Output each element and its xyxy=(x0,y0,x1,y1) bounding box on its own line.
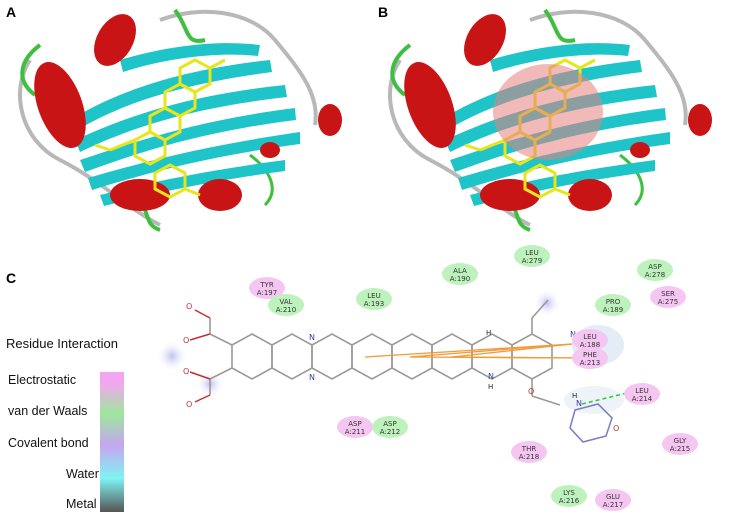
residue-name: LEU xyxy=(525,249,538,257)
residue-id: A:193 xyxy=(364,300,384,308)
residue-name: PRO xyxy=(606,298,621,306)
residue-id: A:275 xyxy=(658,298,678,306)
residue-name: ASP xyxy=(383,420,396,428)
residue-bubble xyxy=(650,286,686,308)
residue-id: A:190 xyxy=(450,275,470,283)
residue-name: PHE xyxy=(583,351,597,359)
residue-bubble xyxy=(595,489,631,511)
residue-bubble xyxy=(514,245,550,267)
residue-id: A:216 xyxy=(559,497,580,505)
residue-bubble xyxy=(624,383,660,405)
residue-name: THR xyxy=(521,445,537,453)
residue-name: TYR xyxy=(259,281,274,289)
legend-color-bar xyxy=(100,372,124,512)
residue-bubble xyxy=(268,294,304,316)
residue-id: A:210 xyxy=(276,306,296,314)
residue-bubble xyxy=(337,416,373,438)
residue-id: A:279 xyxy=(522,257,542,265)
residue-bubble xyxy=(249,277,285,299)
residue-bubble xyxy=(356,288,392,310)
residue-id: A:212 xyxy=(380,428,400,436)
residue-bubble xyxy=(595,294,631,316)
residue-id: A:217 xyxy=(603,501,623,509)
residue-name: GLY xyxy=(674,437,687,445)
panel-label-a: A xyxy=(6,4,17,20)
legend-item-electrostatic: Electrostatic xyxy=(8,373,77,387)
legend-item-covalent-bond: Covalent bond xyxy=(8,436,89,450)
binding-pocket xyxy=(493,64,603,160)
residue-id: A:218 xyxy=(519,453,539,461)
residue-bubble xyxy=(442,263,478,285)
residue-name: LEU xyxy=(367,292,380,300)
residue-name: LYS xyxy=(563,489,575,497)
residue-name: ASP xyxy=(348,420,361,428)
residue-id: A:211 xyxy=(345,428,365,436)
residue-bubble xyxy=(662,433,698,455)
panel-label-c: C xyxy=(6,270,17,286)
panel-label-b: B xyxy=(378,4,389,20)
residue-name: ASP xyxy=(648,263,661,271)
residue-bubble xyxy=(551,485,587,507)
residue-name: VAL xyxy=(279,298,292,306)
residue-id: A:188 xyxy=(580,341,600,349)
residue-name: LEU xyxy=(635,387,648,395)
legend-item-water: Water xyxy=(66,467,99,481)
residue-name: ALA xyxy=(453,267,467,275)
residue-id: A:278 xyxy=(645,271,665,279)
legend-item-van-der-waals: van der Waals xyxy=(8,404,88,418)
residue-name: SER xyxy=(661,290,675,298)
residue-name: LEU xyxy=(583,333,596,341)
residue-bubble xyxy=(572,347,608,369)
legend-title: Residue Interaction xyxy=(6,336,119,351)
residue-bubble xyxy=(572,329,608,351)
residue-id: A:213 xyxy=(580,359,600,367)
protein-structures xyxy=(18,4,714,233)
residue-bubble xyxy=(372,416,408,438)
residue-id: A:189 xyxy=(603,306,623,314)
residue-bubble xyxy=(511,441,547,463)
residue-id: A:197 xyxy=(257,289,277,297)
legend-item-metal: Metal xyxy=(66,497,97,511)
residue-bubble xyxy=(637,259,673,281)
residue-id: A:215 xyxy=(670,445,690,453)
residue-name: GLU xyxy=(606,493,620,501)
residue-id: A:214 xyxy=(632,395,653,403)
